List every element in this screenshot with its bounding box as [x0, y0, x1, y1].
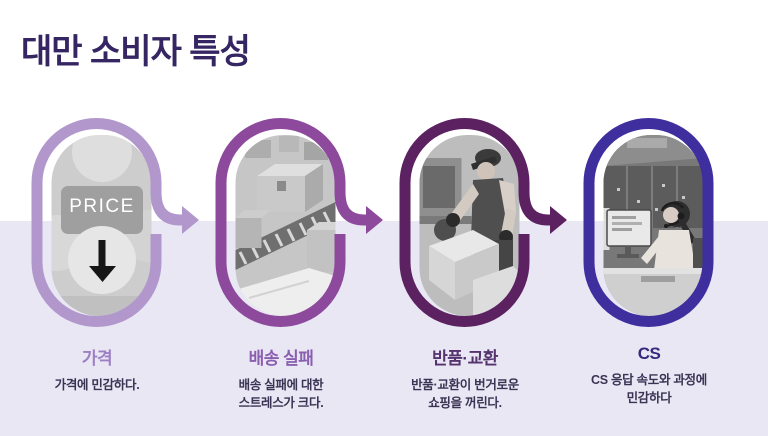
capsule-frame	[215, 118, 383, 327]
step-description: 배송 실패에 대한 스트레스가 크다.	[238, 378, 324, 411]
flow-arrow-icon	[366, 206, 383, 234]
headset-icon	[660, 201, 685, 228]
page-title: 대만 소비자 특성	[21, 33, 251, 71]
capsule-arrow-outline	[31, 118, 182, 327]
step-card-price: PRICE 가격 가격에 민감하다.	[5, 118, 199, 412]
capsule-frame	[583, 118, 714, 327]
step-label: 반품·교환	[432, 349, 498, 368]
step-label: 배송 실패	[248, 349, 314, 368]
capsule-frame	[399, 118, 567, 327]
capsule-arrow-outline	[215, 118, 366, 327]
step-card-delivery-failure: 배송 실패 배송 실패에 대한 스트레스가 크다.	[189, 118, 383, 412]
steps-row: PRICE 가격 가격에 민감하다.	[5, 118, 763, 412]
capsule-outline	[583, 118, 714, 327]
flow-arrow-icon	[550, 206, 567, 234]
capsule-frame: PRICE	[31, 118, 199, 327]
flow-arrow-icon	[182, 206, 199, 234]
step-description: CS 응답 속도와 과정에 민감하다	[591, 373, 707, 406]
call-center-agent-photo	[603, 135, 704, 316]
capsule-arrow-outline	[399, 118, 550, 327]
conveyor-boxes-photo	[235, 135, 336, 316]
step-card-returns: 반품·교환 반품·교환이 번거로운 쇼핑을 꺼린다.	[373, 118, 567, 412]
down-arrow-icon	[89, 240, 116, 282]
warehouse-worker-photo	[419, 135, 520, 316]
step-card-cs: CS CS 응답 속도와 과정에 민감하다	[557, 118, 741, 412]
step-label: 가격	[81, 349, 113, 368]
step-description: 가격에 민감하다.	[54, 378, 140, 392]
price-text: PRICE	[69, 196, 135, 217]
step-description: 반품·교환이 번거로운 쇼핑을 꺼린다.	[411, 378, 519, 411]
step-label: CS	[637, 344, 661, 363]
